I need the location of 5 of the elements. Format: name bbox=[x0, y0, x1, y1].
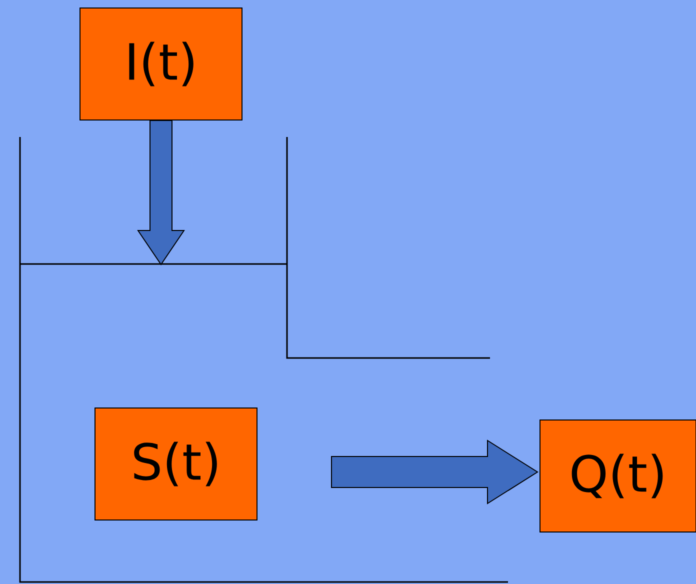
block-arrow bbox=[137, 120, 185, 266]
variable-box: Q(t) bbox=[540, 420, 696, 532]
variable-box: S(t) bbox=[94, 408, 258, 520]
variable-box: I(t) bbox=[80, 8, 242, 120]
block-arrow bbox=[331, 440, 538, 504]
